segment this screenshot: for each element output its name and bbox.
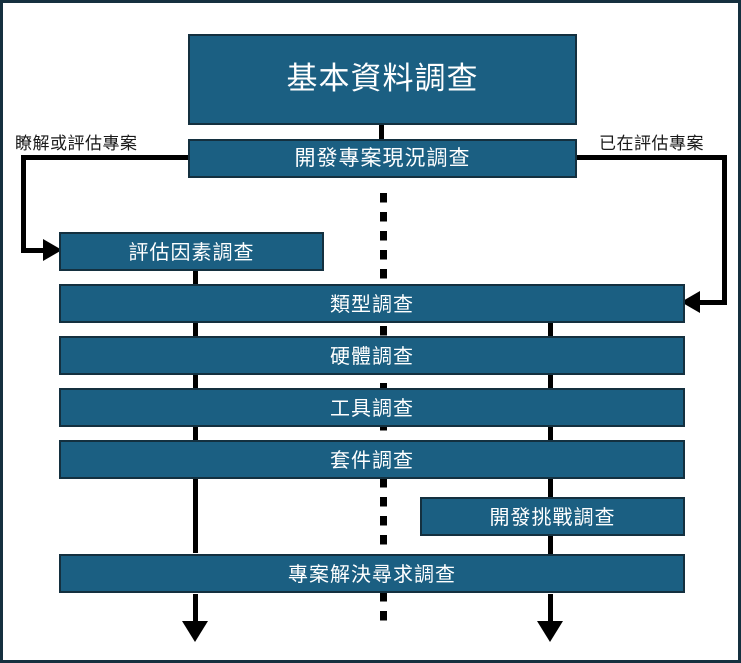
node-development-challenge-survey[interactable]: 開發挑戰調查 [420,497,685,536]
connector-n4-n5-right [548,321,553,341]
connector-n9-out-left [193,594,198,626]
connector-right-branch-vertical [722,155,727,302]
connector-n7-n9-left [193,477,198,553]
node-label: 專案解決尋求調查 [288,561,456,586]
node-tool-survey[interactable]: 工具調查 [59,388,685,427]
node-type-survey[interactable]: 類型調查 [59,284,685,323]
arrow-right-icon-into-evaluation-factors [43,239,62,261]
node-basic-data-survey[interactable]: 基本資料調查 [188,34,577,125]
connector-n3-n4-left [193,269,198,289]
node-label: 評估因素調查 [128,239,255,264]
node-label: 基本資料調查 [286,61,479,97]
connector-n6-n7-right [548,425,553,445]
node-project-solution-seeking-survey[interactable]: 專案解決尋求調查 [59,554,685,593]
node-label: 套件調查 [330,447,414,472]
branch-label-right: 已在評估專案 [599,134,704,154]
connector-n7-n8-right [548,477,553,499]
connector-n1-n2 [379,123,384,141]
node-hardware-survey[interactable]: 硬體調查 [59,336,685,375]
node-evaluation-factor-survey[interactable]: 評估因素調查 [59,232,324,271]
arrow-down-icon-left-output [182,621,208,642]
node-label: 硬體調查 [330,343,414,368]
node-label: 工具調查 [330,395,414,420]
connector-left-branch-vertical [21,155,26,250]
arrow-down-icon-right-output [537,621,563,642]
connector-n9-out-right [548,594,553,626]
node-label: 類型調查 [330,291,414,316]
node-label: 開發挑戰調查 [489,504,616,529]
connector-n6-n7-left [193,425,198,445]
connector-n5-n6-right [548,373,553,393]
branch-label-left: 瞭解或評估專案 [15,134,138,154]
arrow-left-icon-into-type-survey [681,291,700,313]
connector-n4-n5-left [193,321,198,341]
node-development-project-status-survey[interactable]: 開發專案現況調查 [188,139,577,178]
connector-left-branch-horizontal-bottom [21,248,49,253]
connector-n8-n9-right [548,536,553,556]
node-label: 開發專案現況調查 [294,146,471,170]
connector-n5-n6-left [193,373,198,393]
node-package-survey[interactable]: 套件調查 [59,440,685,479]
connector-right-branch-horizontal-bottom [700,300,727,305]
connector-right-branch-horizontal-top [575,155,727,160]
connector-left-branch-horizontal-top [21,155,191,160]
